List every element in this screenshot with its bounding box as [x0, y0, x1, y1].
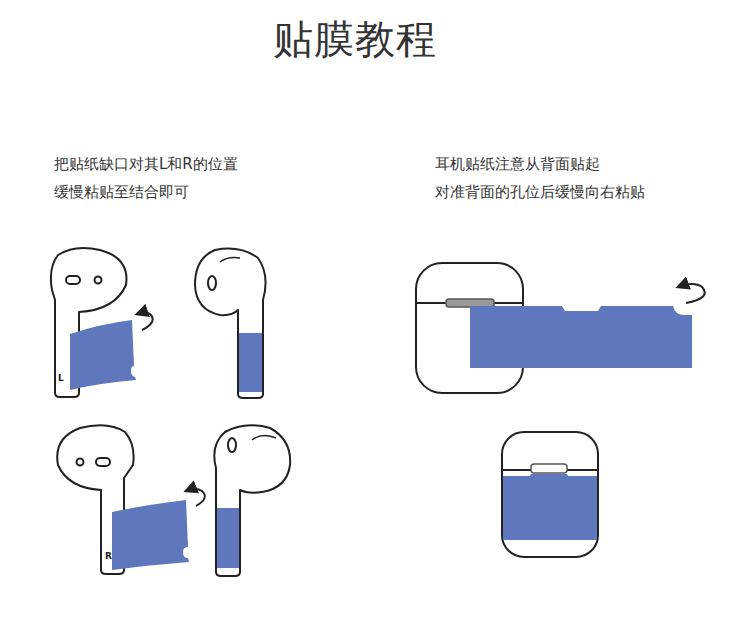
- earbud-left-back: [51, 248, 153, 397]
- earbud-right-back: [57, 425, 205, 574]
- charging-case-applying: [416, 263, 705, 393]
- instruction-text: 把贴纸缺口对其L和R的位置 缓慢粘贴至结合即可: [54, 150, 354, 206]
- charging-case-finished: [502, 432, 598, 557]
- sticker: [470, 306, 692, 368]
- sticker: [217, 508, 239, 568]
- earbud-left-front: [195, 249, 266, 398]
- sticker: [239, 333, 262, 392]
- side-marker: L: [58, 373, 64, 383]
- side-marker: R: [105, 551, 112, 561]
- page-title: 贴膜教程: [273, 12, 437, 67]
- sticker: [503, 474, 597, 540]
- sticker: [70, 320, 136, 390]
- earbud-right-front: [214, 425, 290, 576]
- sticker: [112, 500, 189, 570]
- instruction-text: 耳机贴纸注意从背面贴起 对准背面的孔位后缓慢向右粘贴: [435, 150, 735, 206]
